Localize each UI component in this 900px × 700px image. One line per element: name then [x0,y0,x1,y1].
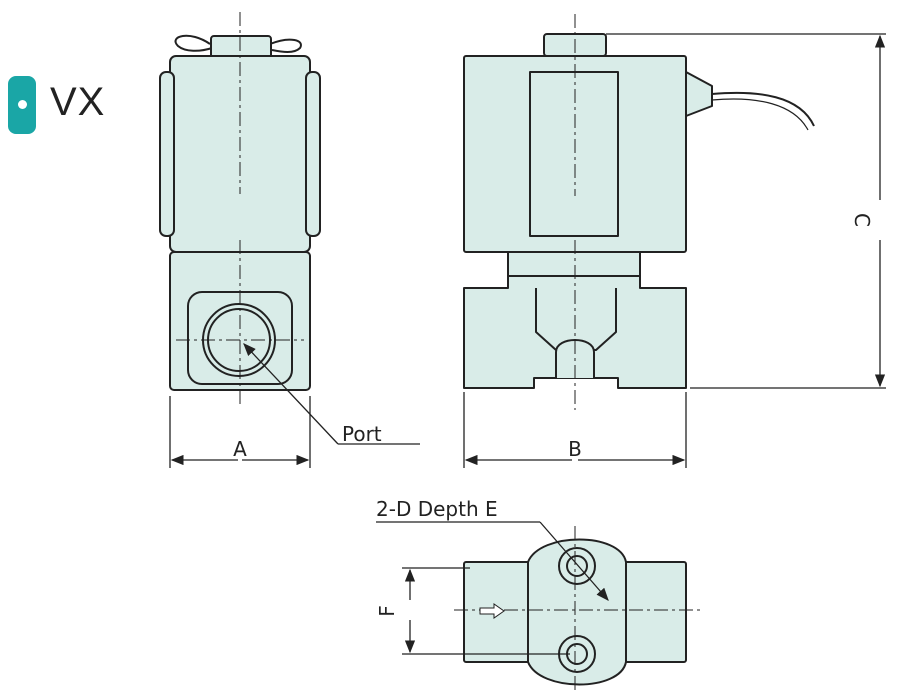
dim-b-label: B [568,437,582,461]
series-badge [8,76,36,134]
dim-c-label: C [850,213,874,227]
dim-a-label: A [233,437,247,461]
series-title: VX [50,80,106,124]
bottom-note-label: 2-D Depth E [376,497,498,521]
side-view [463,33,713,389]
dim-f-label: F [375,605,399,617]
port-label: Port [342,422,382,446]
badge-dot-icon [18,100,27,109]
